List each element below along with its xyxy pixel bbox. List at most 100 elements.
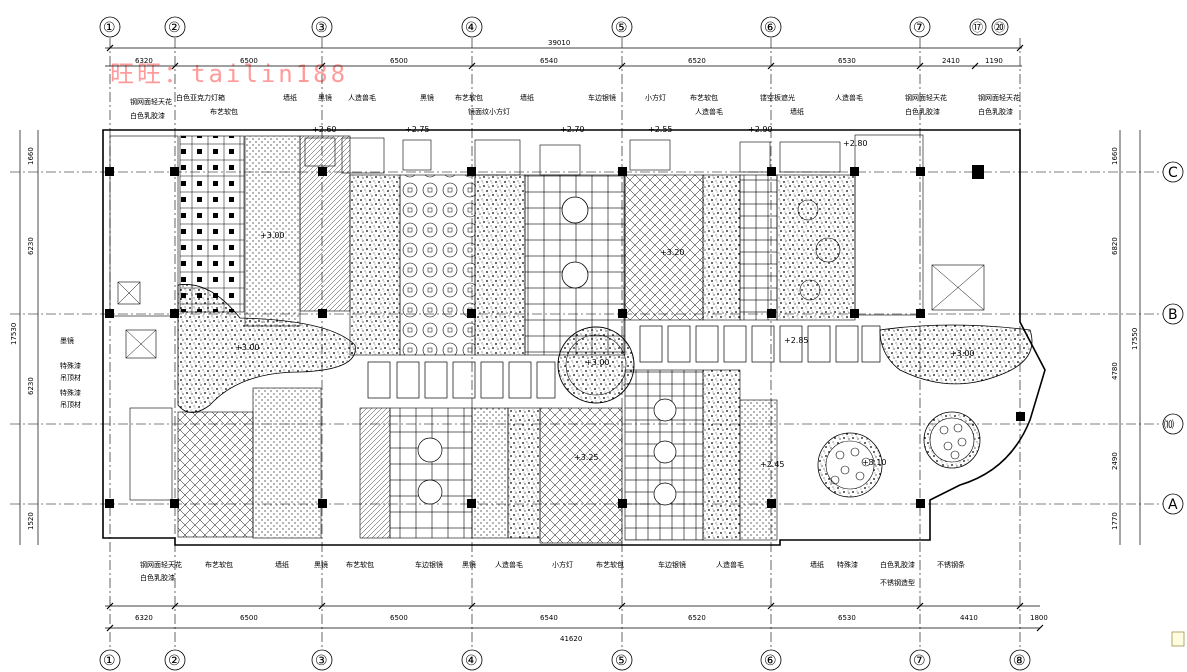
- dim-bottom-7: 4410: [960, 614, 978, 622]
- level-marker: +3.00: [260, 231, 285, 240]
- label-top-13: 布艺软包: [690, 93, 718, 102]
- axis-bottom-4: ④: [465, 653, 478, 669]
- document-corner-icon: [1171, 631, 1185, 647]
- label-bottom-14: 特殊漆: [837, 560, 858, 569]
- level-marker: +2.90: [748, 125, 773, 134]
- level-marker: +3.00: [235, 343, 260, 352]
- label-bottom-2: 布艺软包: [205, 560, 233, 569]
- axis-bottom-3: ③: [315, 653, 328, 669]
- dim-top-2: 6500: [240, 57, 258, 65]
- label-bottom-9: 小方灯: [552, 560, 573, 569]
- dim-top-1: 6320: [135, 57, 153, 65]
- dim-right-1: 1660: [1111, 147, 1119, 165]
- label-bottom-13: 墙纸: [810, 560, 824, 569]
- axis-top-5: ⑤: [615, 20, 628, 36]
- axis-bottom-6: ⑥: [764, 653, 777, 669]
- label-top-0: 钢网面轻天花: [130, 97, 172, 106]
- label-bottom-16: 不锈钢条: [937, 560, 965, 569]
- dim-left-2: 6230: [27, 237, 35, 255]
- level-marker: +3.10: [862, 458, 887, 467]
- level-marker: +3.20: [660, 248, 685, 257]
- level-marker: +3.25: [574, 453, 599, 462]
- dim-right-4: 2490: [1111, 452, 1119, 470]
- label-bottom-11: 车边银镜: [658, 560, 686, 569]
- label-bottom-17: 不锈钢造型: [880, 578, 915, 587]
- label-top-2: 白色亚克力灯箱: [176, 93, 225, 102]
- label-top-1: 白色乳胶漆: [130, 111, 165, 120]
- top-grid-axes: [99, 16, 1009, 38]
- axis-top-20: ⑳: [994, 21, 1005, 34]
- watermark-text: 旺旺：tailin188: [110, 60, 349, 88]
- label-top-11: 车边银镜: [588, 93, 616, 102]
- label-top-21: 白色乳胶漆: [978, 107, 1013, 116]
- axis-top-7: ⑦: [913, 20, 926, 36]
- label-bottom-4: 黑镜: [314, 560, 328, 569]
- axis-right-b: B: [1168, 307, 1178, 323]
- dim-bottom-4: 6540: [540, 614, 558, 622]
- level-marker: +3.00: [585, 358, 610, 367]
- label-bottom-1: 白色乳胶漆: [140, 573, 175, 582]
- label-top-9: 镜面纹小方灯: [468, 107, 510, 116]
- level-marker: +2.80: [843, 139, 868, 148]
- level-marker: +2.85: [784, 336, 809, 345]
- dim-bottom-2: 6500: [240, 614, 258, 622]
- label-top-17: 人造兽毛: [835, 93, 863, 102]
- label-left-3: 特殊漆: [60, 388, 81, 397]
- dim-bottom-total: 41620: [560, 635, 582, 643]
- level-marker: +2.70: [560, 125, 585, 134]
- label-top-15: 镂空板遮光: [760, 93, 795, 102]
- level-marker: +2.60: [312, 125, 337, 134]
- dim-top-4: 6540: [540, 57, 558, 65]
- dim-bottom-6: 6530: [838, 614, 856, 622]
- dim-top-3: 6500: [390, 57, 408, 65]
- label-top-20: 钢网面轻天花: [978, 93, 1020, 102]
- label-bottom-3: 墙纸: [275, 560, 289, 569]
- label-bottom-0: 钢网面轻天花: [140, 560, 182, 569]
- dim-left-3: 6230: [27, 377, 35, 395]
- axis-bottom-7: ⑦: [913, 653, 926, 669]
- label-top-8: 布艺软包: [455, 93, 483, 102]
- level-marker: +2.55: [648, 125, 673, 134]
- label-top-6: 人造兽毛: [348, 93, 376, 102]
- label-top-4: 墙纸: [283, 93, 297, 102]
- dim-right-2: 6820: [1111, 237, 1119, 255]
- label-top-3: 布艺软包: [210, 107, 238, 116]
- dim-bottom-8: 1800: [1030, 614, 1048, 622]
- axis-right-1a: ⑽: [1164, 418, 1174, 431]
- label-left-2: 吊顶材: [60, 373, 81, 382]
- label-bottom-12: 人造兽毛: [716, 560, 744, 569]
- dim-left-total: 17530: [10, 323, 18, 345]
- dim-bottom-5: 6520: [688, 614, 706, 622]
- dim-top-total: 39010: [548, 39, 570, 47]
- label-bottom-7: 黑镜: [462, 560, 476, 569]
- axis-top-17: ⑰: [972, 21, 983, 34]
- axis-right-a: A: [1168, 497, 1178, 513]
- axis-right-c: C: [1168, 165, 1178, 181]
- axis-top-4: ④: [465, 20, 478, 36]
- level-marker: +2.75: [405, 125, 430, 134]
- dim-left-4: 1520: [27, 512, 35, 530]
- label-top-7: 黑镜: [420, 93, 434, 102]
- dim-right-5: 1770: [1111, 512, 1119, 530]
- axis-bottom-2: ②: [168, 653, 181, 669]
- label-bottom-10: 布艺软包: [596, 560, 624, 569]
- dim-top-5: 6520: [688, 57, 706, 65]
- label-top-14: 人造兽毛: [695, 107, 723, 116]
- label-top-10: 墙纸: [520, 93, 534, 102]
- axis-top-1: ①: [103, 20, 116, 36]
- label-bottom-6: 车边银镜: [415, 560, 443, 569]
- dim-bottom-1: 6320: [135, 614, 153, 622]
- label-top-16: 墙纸: [790, 107, 804, 116]
- axis-bottom-5: ⑤: [615, 653, 628, 669]
- dim-left-1: 1660: [27, 147, 35, 165]
- dim-right-3: 4780: [1111, 362, 1119, 380]
- label-left-1: 特殊漆: [60, 361, 81, 370]
- label-bottom-15: 白色乳胶漆: [880, 560, 915, 569]
- dim-bottom-3: 6500: [390, 614, 408, 622]
- axis-top-3: ③: [315, 20, 328, 36]
- dim-right-total: 17550: [1131, 328, 1139, 350]
- label-top-5: 黑镜: [318, 93, 332, 102]
- label-left-4: 吊顶材: [60, 400, 81, 409]
- axis-top-2: ②: [168, 20, 181, 36]
